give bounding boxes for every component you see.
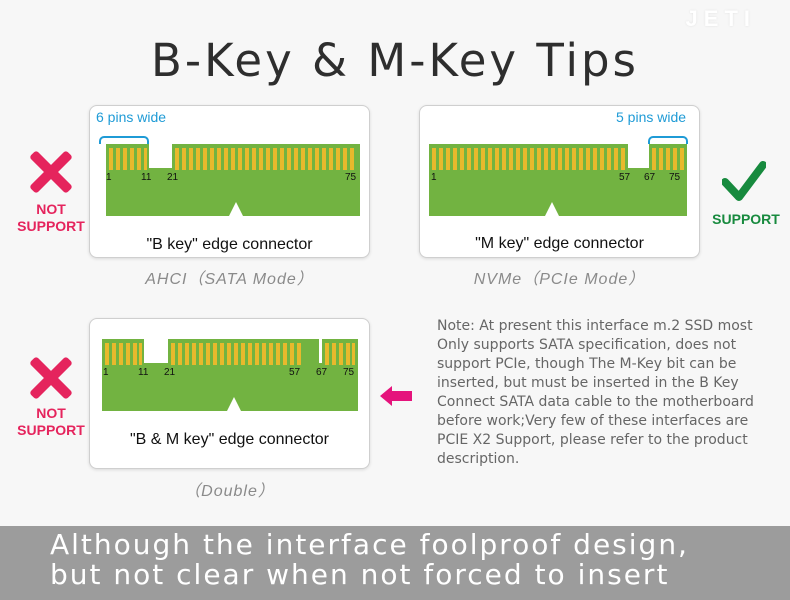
m-key-pins [432,148,684,170]
bm-key-connector-diagram: 1 11 21 57 67 75 [102,339,358,411]
pin-label: 67 [644,172,656,183]
bm-key-caption: （Double） [184,483,275,500]
m-key-notch [545,202,559,216]
pin-label: 75 [343,367,355,378]
pin-label: 75 [669,172,681,183]
pin-label: 1 [103,367,109,378]
b-key-card: 6 pins wide 1 11 [89,105,370,258]
pin-width-bracket [99,136,149,144]
pin-width-bracket [648,136,688,144]
m-key-status-text: SUPPORT [712,211,780,227]
m-key-card: 5 pins wide 1 5 [419,105,700,258]
bm-key-notch [227,397,241,411]
m-key-connector-diagram: 1 57 67 75 [429,144,687,216]
bm-key-status-text: NOT SUPPORT [17,405,85,438]
pin-label: 11 [141,172,152,183]
x-mark-icon [29,150,73,194]
b-key-pin-note: 6 pins wide [96,109,167,125]
m-key-label: "M key" edge connector [475,235,644,252]
page-title: B-Key & M-Key Tips [151,34,639,87]
brand-logo: JETI [685,6,756,31]
pin-label: 75 [345,172,357,183]
b-key-status-text: NOT SUPPORT [17,201,85,234]
pin-label: 1 [106,172,112,183]
note-text: Note: At present this interface m.2 SSD … [437,318,754,467]
b-key-connector-diagram: 1 11 21 75 [106,144,360,216]
bm-key-card: 1 11 21 57 67 75 "B & M key" edge connec… [89,318,370,469]
bottom-text-line-2: but not clear when not forced to insert [50,558,670,591]
b-key-caption: AHCI（SATA Mode） [145,271,314,288]
pin-label: 67 [316,367,328,378]
pin-label: 1 [431,172,437,183]
left-arrow-icon [380,386,412,406]
pin-label: 57 [289,367,301,378]
bottom-text-line-1: Although the interface foolproof design, [50,528,689,561]
pin-label: 21 [164,367,176,378]
m-key-pin-note: 5 pins wide [616,109,687,125]
check-mark-icon [722,161,766,201]
bottom-banner: Although the interface foolproof design,… [0,526,790,600]
pin-label: 21 [167,172,179,183]
pin-label: 57 [619,172,631,183]
b-key-label: "B key" edge connector [146,236,313,253]
bm-key-pins [105,343,355,365]
b-key-pins [109,148,354,170]
bm-key-label: "B & M key" edge connector [129,431,329,448]
pin-label: 11 [138,367,149,378]
m-key-caption: NVMe（PCIe Mode） [473,271,646,288]
x-mark-icon [29,356,73,400]
b-key-notch [229,202,243,216]
